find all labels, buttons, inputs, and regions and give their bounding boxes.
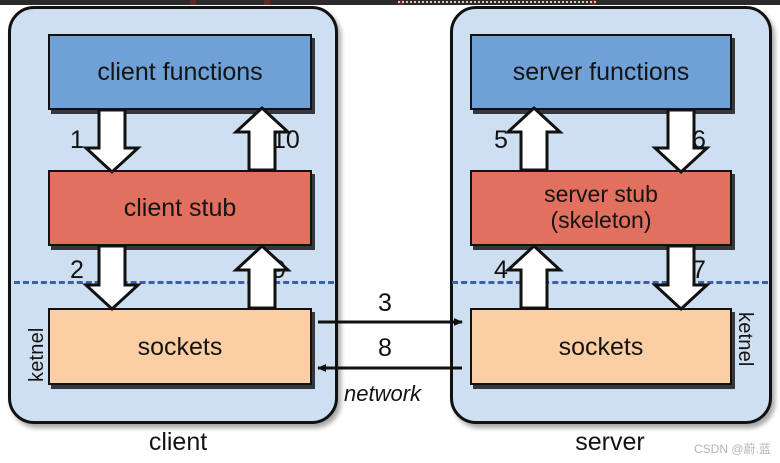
client-functions-box[interactable]: client functions bbox=[48, 34, 312, 110]
client-step-9-label: 9 bbox=[272, 256, 286, 284]
client-kernel-label: ketnel bbox=[26, 327, 48, 382]
server-stub-box[interactable]: server stub (skeleton) bbox=[470, 170, 732, 246]
client-stub-box[interactable]: client stub bbox=[48, 170, 312, 246]
client-step-2-label: 2 bbox=[70, 256, 84, 284]
client-step-10-label: 10 bbox=[272, 126, 300, 154]
network-step-3-label: 3 bbox=[378, 289, 392, 317]
network-label: network bbox=[344, 381, 422, 406]
server-sockets-box[interactable]: sockets bbox=[470, 308, 732, 385]
client-sockets-box[interactable]: sockets bbox=[48, 308, 312, 385]
client-kernel-boundary bbox=[14, 281, 334, 284]
client-step-1-label: 1 bbox=[70, 126, 84, 154]
server-kernel-label: ketnel bbox=[734, 312, 756, 367]
server-kernel-boundary bbox=[452, 281, 768, 284]
client-caption: client bbox=[148, 428, 208, 456]
top-crop-artifact bbox=[0, 0, 780, 5]
server-step-6-label: 6 bbox=[692, 126, 706, 154]
server-step-4-label: 4 bbox=[494, 256, 508, 284]
network-step-8-label: 8 bbox=[378, 334, 392, 362]
csdn-watermark: CSDN @蔚.蓝 bbox=[694, 442, 771, 456]
server-step-5-label: 5 bbox=[494, 126, 508, 154]
server-caption: server bbox=[575, 428, 645, 456]
server-step-7-label: 7 bbox=[692, 256, 706, 284]
server-functions-box[interactable]: server functions bbox=[470, 34, 732, 110]
